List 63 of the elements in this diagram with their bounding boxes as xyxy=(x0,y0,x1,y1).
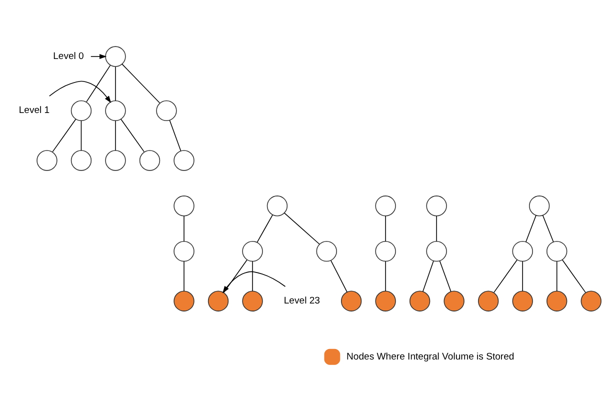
node-circle xyxy=(139,150,160,171)
node-circle xyxy=(174,290,194,312)
connector xyxy=(522,261,523,292)
connector xyxy=(169,120,182,152)
arrow xyxy=(222,271,286,294)
node-circle xyxy=(340,290,362,312)
node-circle xyxy=(242,290,263,312)
node-circle xyxy=(546,240,568,262)
connector xyxy=(494,259,518,293)
connector xyxy=(385,261,386,292)
node-circle xyxy=(70,100,92,122)
connector xyxy=(284,212,320,245)
node-circle xyxy=(375,240,396,262)
node-circle xyxy=(70,150,92,171)
connector xyxy=(252,261,253,292)
connector xyxy=(439,260,452,292)
connector xyxy=(122,64,160,104)
node-circle xyxy=(266,196,288,216)
node-circle xyxy=(174,150,194,171)
connector xyxy=(422,260,434,292)
node-circle xyxy=(426,240,447,262)
node-circle xyxy=(174,196,194,216)
node-circle xyxy=(156,100,177,122)
node-text: Level 23 xyxy=(284,296,320,307)
node-circle xyxy=(444,290,464,312)
node-circle xyxy=(375,290,396,312)
node-circle xyxy=(512,290,533,312)
node-circle xyxy=(528,196,550,216)
node-circle xyxy=(242,240,263,262)
connector xyxy=(385,216,386,242)
node-circle xyxy=(512,240,533,262)
node-text: Level 0 xyxy=(53,50,84,62)
legend-label: Nodes Where Integral Volume is Stored xyxy=(346,351,514,362)
connector xyxy=(330,260,348,292)
node-circle xyxy=(105,46,126,67)
node-circle xyxy=(208,290,229,312)
node-circle xyxy=(105,100,126,122)
connector xyxy=(562,259,586,293)
arrow xyxy=(48,80,112,104)
connector xyxy=(556,261,558,292)
connector xyxy=(86,64,111,102)
connector xyxy=(115,66,116,101)
node-circle xyxy=(546,290,568,312)
node-text: Level 1 xyxy=(18,105,50,116)
node-circle xyxy=(409,290,430,312)
connector xyxy=(120,118,145,152)
connector xyxy=(52,118,76,152)
node-circle xyxy=(105,150,126,171)
connector xyxy=(526,214,536,242)
node-circle xyxy=(478,290,499,312)
connector xyxy=(436,216,437,242)
connector xyxy=(80,120,82,151)
connector xyxy=(115,120,116,151)
node-circle xyxy=(174,240,194,262)
connector xyxy=(223,259,248,293)
arrow xyxy=(90,54,107,60)
connector xyxy=(542,214,554,242)
node-circle xyxy=(36,150,58,171)
node-circle xyxy=(580,290,602,312)
node-circle xyxy=(375,196,396,216)
node-circle xyxy=(426,196,447,216)
node-circle xyxy=(316,240,337,262)
connector xyxy=(256,214,273,243)
